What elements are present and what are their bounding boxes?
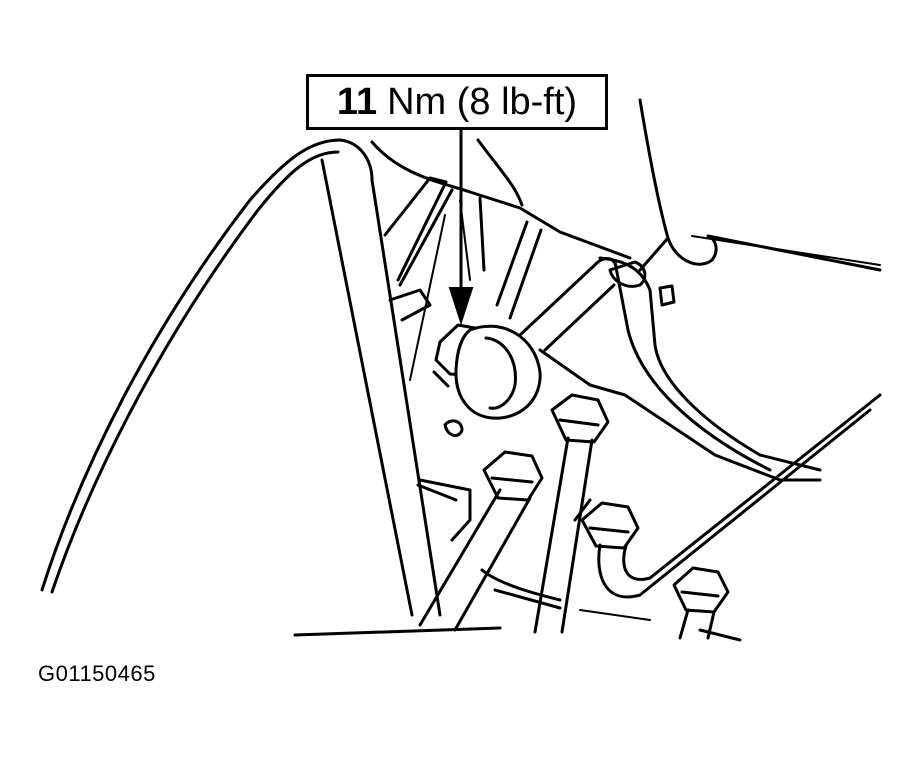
brake-line-far-right — [678, 608, 716, 640]
brake-line-right — [597, 393, 882, 599]
lower-frame-rail — [293, 609, 651, 637]
diagonal-strut — [518, 257, 618, 352]
figure-id: G01150465 — [38, 661, 156, 686]
callout-leader-arrow — [448, 130, 474, 326]
left-curved-tube — [40, 138, 374, 594]
fitting-nut-left — [482, 450, 544, 502]
left-vertical-rod — [320, 158, 442, 617]
torque-unit-text: Nm (8 lb-ft) — [387, 80, 578, 123]
fitting-nut-center — [550, 393, 610, 444]
fitting-nut-right — [580, 501, 640, 550]
upper-housing — [370, 98, 882, 272]
brake-line-left — [418, 488, 532, 632]
mounting-bracket — [598, 256, 822, 472]
brake-line-center — [533, 436, 594, 634]
torque-value: 11 — [336, 80, 378, 123]
bolt — [432, 323, 542, 420]
fitting-nut-far-right — [672, 566, 730, 614]
valve-block — [416, 348, 822, 642]
inner-frame — [383, 176, 543, 381]
